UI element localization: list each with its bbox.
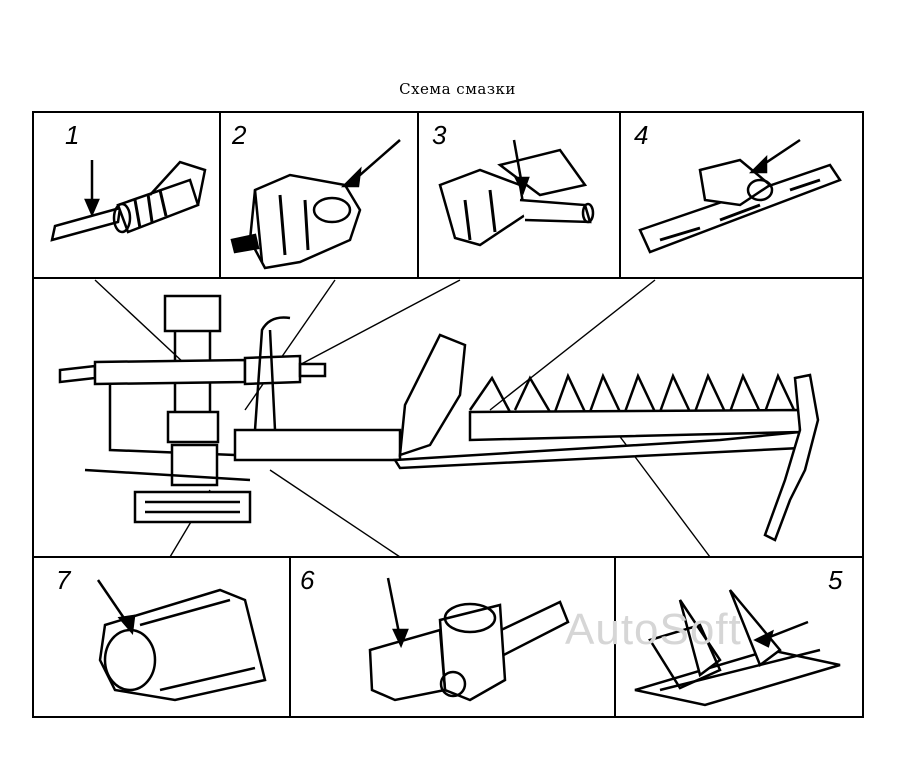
detail-5-guard	[634, 589, 841, 707]
detail-4-knife-head	[638, 138, 842, 254]
panel-number-2: 2	[232, 120, 247, 150]
detail-6-rocker	[368, 577, 570, 702]
panel-number-7: 7	[56, 565, 71, 595]
panel-number-5: 5	[828, 565, 843, 595]
watermark: AutoSoft	[565, 605, 742, 654]
diagram-title: Схема смазки	[399, 80, 516, 98]
detail-7-bearing-cap	[96, 579, 267, 702]
panel-number-3: 3	[432, 120, 447, 150]
frame-outer-bottom	[32, 556, 864, 718]
detail-1-shaft-bearing	[50, 160, 207, 242]
detail-2-housing	[230, 139, 401, 270]
main-view-mower	[58, 294, 820, 542]
detail-3-coupling	[438, 139, 595, 247]
panel-number-4: 4	[634, 120, 649, 150]
panel-number-1: 1	[65, 120, 80, 150]
panel-number-6: 6	[300, 565, 315, 595]
